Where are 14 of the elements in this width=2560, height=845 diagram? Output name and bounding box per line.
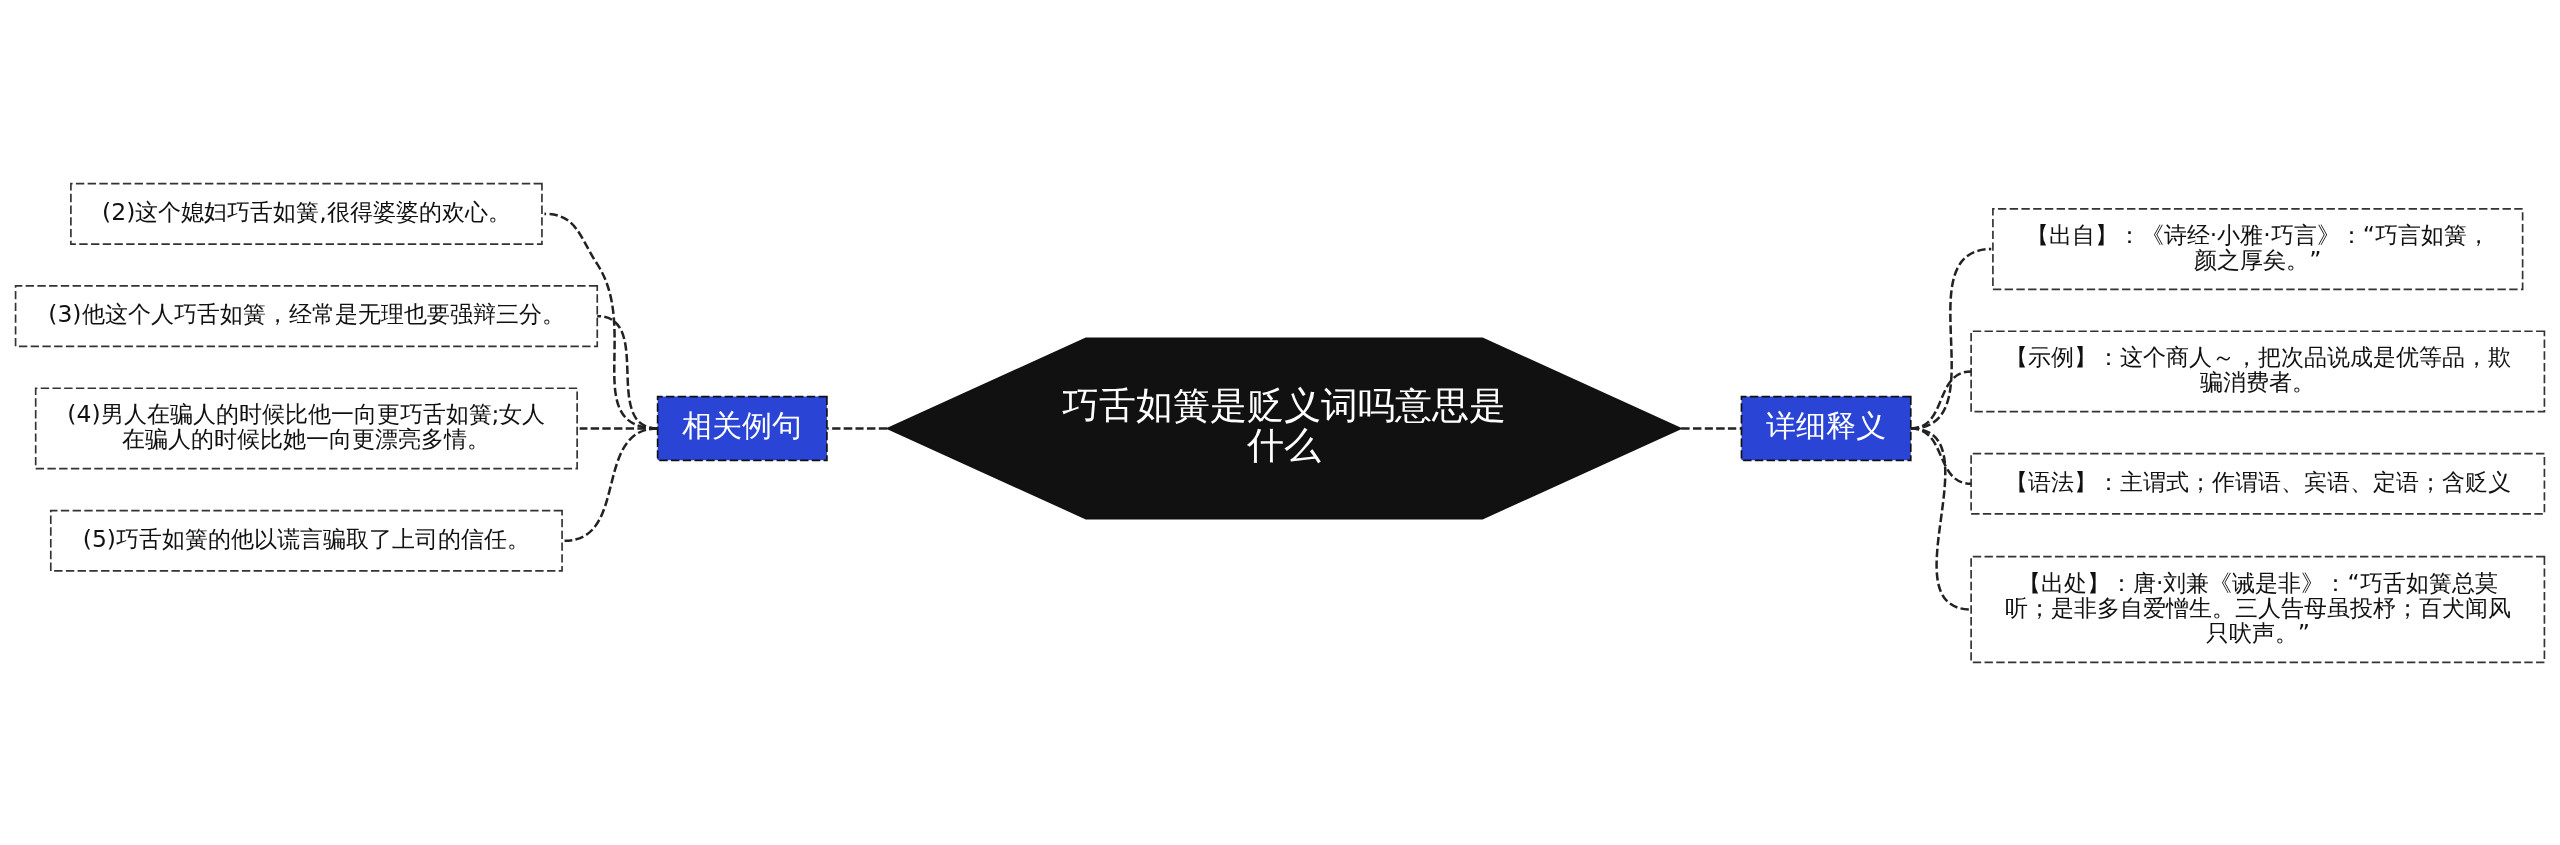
node-box: 【语法】：主谓式；作谓语、宾语、定语；含贬义 <box>1970 452 2546 515</box>
node-box: (4)男人在骗人的时候比他一向更巧舌如簧;女人在骗人的时候比她一向更漂亮多情。 <box>34 386 578 469</box>
node-box: 详细释义 <box>1740 395 1912 461</box>
connector <box>1681 426 1742 430</box>
node-box: (5)巧舌如簧的他以谎言骗取了上司的信任。 <box>49 509 563 572</box>
node-box: 【出处】：唐·刘兼《诫是非》：“巧舌如簧总莫听；是非多自爱憎生。三人告母虽投杼；百犬闻风只吠声。” <box>1970 555 2546 663</box>
node-box: 相关例句 <box>656 395 828 461</box>
node-box: 【出自】：《诗经·小雅·巧言》：“巧言如簧，颜之厚矣。” <box>1992 207 2524 290</box>
connector <box>826 426 888 430</box>
connector <box>564 426 658 542</box>
connector <box>1910 426 1972 611</box>
node-box: (2)这个媳妇巧舌如簧,很得婆婆的欢心。 <box>70 182 543 245</box>
node-box: (3)他这个人巧舌如簧，经常是无理也要强辩三分。 <box>14 284 599 347</box>
node-box: 【示例】：这个商人～，把次品说成是优等品，欺骗消费者。 <box>1970 329 2546 412</box>
